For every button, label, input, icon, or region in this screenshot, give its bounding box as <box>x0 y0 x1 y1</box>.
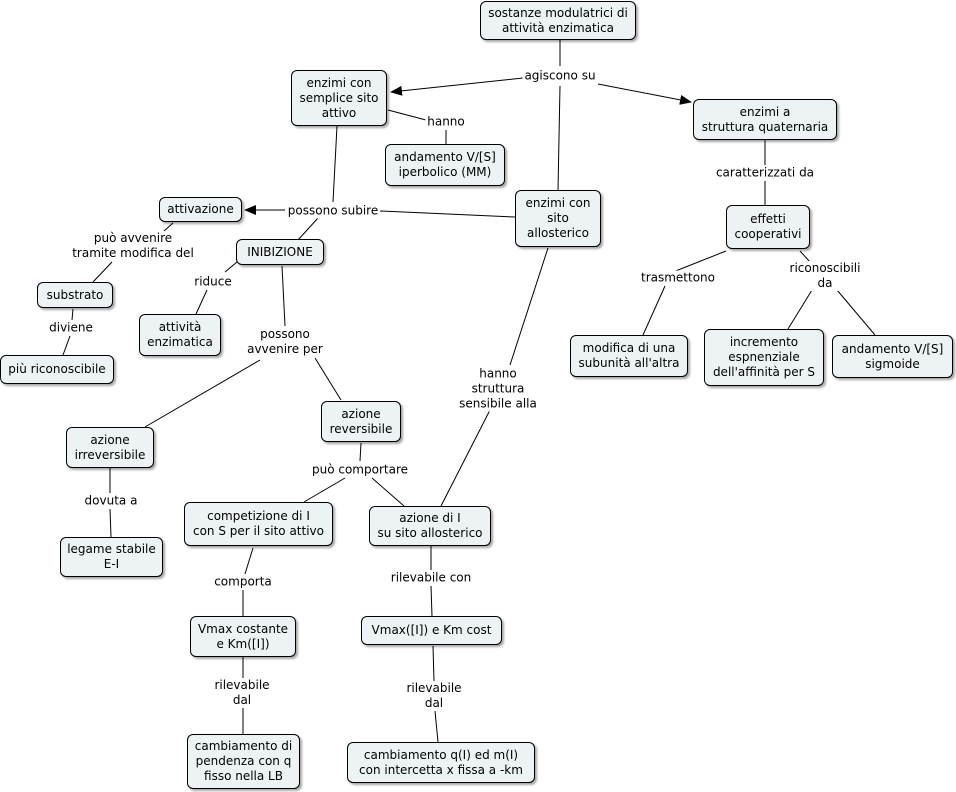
link-line <box>509 247 549 366</box>
link-label-can-behave: può comportare <box>309 462 411 478</box>
node-vmax-variable[interactable]: Vmax([I]) e Km cost <box>361 616 502 645</box>
link-line <box>387 109 427 121</box>
node-more-recognizable[interactable]: più riconoscibile <box>0 355 114 384</box>
link-line <box>332 125 338 203</box>
link-line <box>244 547 254 575</box>
link-line <box>71 308 74 321</box>
link-label-sensitive-to: hanno struttura sensibile alla <box>457 366 539 412</box>
link-line <box>281 265 286 327</box>
node-inhibition[interactable]: INIBIZIONE <box>236 239 324 265</box>
node-vmax-constant[interactable]: Vmax costante e Km([I]) <box>190 616 296 657</box>
link-line <box>163 222 174 232</box>
link-label-recognizable-by: riconoscibili da <box>787 261 863 291</box>
node-cooperative-effects[interactable]: effetti cooperativi <box>726 205 810 249</box>
link-label-can-happen-modification: può avvenire tramite modifica del <box>70 231 196 261</box>
link-label-due-to: dovuta a <box>82 493 140 509</box>
link-line <box>787 289 813 330</box>
link-line <box>92 261 113 283</box>
link-label-characterized: caratterizzati da <box>713 165 817 181</box>
link-line <box>224 261 238 273</box>
node-modulating-substances[interactable]: sostanze modulatrici di attività enzimat… <box>480 1 636 40</box>
node-reversible-action[interactable]: azione reversibile <box>321 401 401 442</box>
link-line <box>109 508 112 538</box>
node-enzymatic-activity[interactable]: attività enzimatica <box>139 314 221 356</box>
link-label-can-happen-for: possono avvenire per <box>245 327 325 357</box>
link-label-act-on: agiscono su <box>522 68 598 84</box>
link-label-reduces: riduce <box>192 274 234 290</box>
link-line <box>434 710 439 743</box>
link-line <box>799 250 811 263</box>
node-irreversible-action[interactable]: azione irreversibile <box>66 427 154 468</box>
node-quaternary-structure[interactable]: enzimi a struttura quaternaria <box>693 99 837 140</box>
link-arrow-quaternary <box>597 83 692 105</box>
link-line <box>430 585 433 617</box>
link-line <box>642 285 666 336</box>
link-label-detectable-from-left: rilevabile dal <box>212 678 272 708</box>
node-allosteric-action[interactable]: azione di I su sito allosterico <box>369 506 491 546</box>
node-allosteric-site[interactable]: enzimi con sito allosterico <box>515 190 601 247</box>
node-substrate[interactable]: substrato <box>37 282 113 308</box>
node-exponential-affinity[interactable]: incremento espnenziale dell'affinità per… <box>704 329 824 386</box>
link-label-have: hanno <box>425 114 467 130</box>
link-label-implies: comporta <box>212 574 274 590</box>
link-line <box>144 359 261 428</box>
link-line <box>379 210 516 218</box>
link-line <box>303 477 346 503</box>
link-label-transmit: trasmettono <box>638 270 718 286</box>
link-line <box>836 289 876 336</box>
link-line <box>195 289 208 315</box>
link-label-detectable-from-right: rilevabile dal <box>404 681 464 711</box>
node-competition[interactable]: competizione di I con S per il sito atti… <box>184 502 333 546</box>
link-line <box>297 217 319 241</box>
node-activation[interactable]: attivazione <box>159 197 242 222</box>
link-line <box>314 357 342 401</box>
node-hyperbolic-trend[interactable]: andamento V/[S] iperbolico (MM) <box>385 144 505 186</box>
node-sigmoid-trend[interactable]: andamento V/[S] sigmoide <box>832 335 953 378</box>
link-label-becomes: diviene <box>47 320 95 336</box>
link-line <box>62 335 71 356</box>
link-label-can-undergo: possono subire <box>285 203 381 219</box>
link-label-detectable-with: rilevabile con <box>388 570 474 586</box>
link-line <box>557 85 561 191</box>
node-intercept-change[interactable]: cambiamento q(I) ed m(I) con intercetta … <box>347 742 535 783</box>
node-simple-active-site[interactable]: enzimi con semplice sito attivo <box>291 70 387 126</box>
link-line <box>432 645 435 682</box>
node-slope-change[interactable]: cambiamento di pendenza con q fisso nell… <box>187 734 300 789</box>
node-subunit-modification[interactable]: modifica di una subunità all'altra <box>570 335 688 377</box>
link-line <box>371 477 405 507</box>
link-line <box>440 409 491 507</box>
link-line <box>667 250 727 275</box>
node-stable-bond[interactable]: legame stabile E-I <box>60 537 163 577</box>
link-arrow-simple <box>390 77 524 96</box>
link-line <box>359 442 362 462</box>
